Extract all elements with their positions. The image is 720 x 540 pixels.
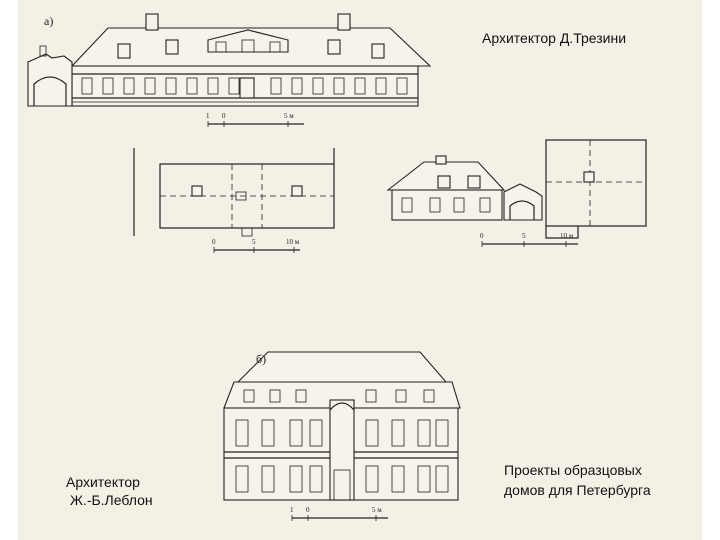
scale-b — [291, 515, 388, 521]
facade-a-door — [239, 77, 255, 99]
facade-b-window-upper — [261, 419, 275, 447]
scale-b-label-1: 1 — [290, 506, 294, 514]
architect-b-line2: Ж.-Б.Леблон — [70, 492, 153, 508]
scale-a-top — [207, 121, 304, 127]
facade-b-window-upper — [435, 419, 449, 447]
facade-b-window-upper — [309, 419, 323, 447]
scale-b-label-5m: 5 м — [372, 506, 382, 514]
facade-b-dormer — [395, 389, 407, 403]
facade-b-dormer — [423, 389, 435, 403]
facade-a-drawing — [27, 13, 432, 107]
facade-b-window-upper — [417, 419, 431, 447]
facade-b-dormer — [295, 389, 307, 403]
scale-a-label-1: 1 — [206, 112, 210, 120]
facade-b-dormer — [269, 389, 281, 403]
scale-a-label-0: 0 — [222, 112, 226, 120]
scale-plan-left-10m: 10 м — [286, 238, 300, 246]
facade-a-window — [354, 77, 366, 95]
facade-b-window-lower — [235, 465, 249, 493]
facade-b-window-lower — [435, 465, 449, 493]
facade-b-window-lower — [417, 465, 431, 493]
caption-line1: Проекты образцовых — [504, 462, 642, 478]
facade-a-window — [291, 77, 303, 95]
figure-tag-b: б) — [256, 352, 267, 366]
facade-a-window — [396, 77, 408, 95]
small-house-drawing — [386, 155, 543, 221]
facade-a-windows — [81, 77, 408, 95]
scale-plan-left-5: 5 — [252, 238, 256, 246]
facade-b-window-upper — [365, 419, 379, 447]
facade-b-windows — [235, 389, 449, 493]
facade-a-window — [228, 77, 240, 95]
facade-a-window — [333, 77, 345, 95]
facade-a-window — [123, 77, 135, 95]
facade-a-window — [375, 77, 387, 95]
facade-b-dormer — [365, 389, 377, 403]
facade-b-window-lower — [261, 465, 275, 493]
scale-plan-right-5: 5 — [522, 232, 526, 240]
architect-b-line1: Архитектор — [66, 474, 140, 490]
facade-b-window-lower — [365, 465, 379, 493]
facade-a-window — [165, 77, 177, 95]
facade-b-drawing — [223, 351, 461, 501]
facade-a-window — [144, 77, 156, 95]
facade-b-window-lower — [289, 465, 303, 493]
facade-b-window-lower — [391, 465, 405, 493]
plan-right-drawing — [545, 139, 647, 239]
facade-a-window — [186, 77, 198, 95]
scale-plan-right-10m: 10 м — [560, 232, 574, 240]
scale-b-label-0: 0 — [306, 506, 310, 514]
plan-left-drawing — [133, 148, 335, 237]
facade-b-window-lower — [309, 465, 323, 493]
scale-plan-right-0: 0 — [480, 232, 484, 240]
facade-a-window — [207, 77, 219, 95]
facade-b-window-upper — [289, 419, 303, 447]
scale-plan-left-0: 0 — [212, 238, 216, 246]
scale-plan-right — [481, 241, 578, 247]
facade-b-dormer — [243, 389, 255, 403]
facade-b-window-upper — [235, 419, 249, 447]
facade-a-window — [270, 77, 282, 95]
facade-a-window — [312, 77, 324, 95]
scale-plan-left — [213, 247, 300, 253]
facade-a-window — [102, 77, 114, 95]
architect-a-label: Архитектор Д.Трезини — [482, 30, 627, 46]
facade-b-window-upper — [391, 419, 405, 447]
figure-tag-a: а) — [44, 14, 54, 28]
facade-a-window — [81, 77, 93, 95]
scale-a-label-5m: 5 м — [284, 112, 294, 120]
caption-line2: домов для Петербурга — [504, 482, 651, 498]
